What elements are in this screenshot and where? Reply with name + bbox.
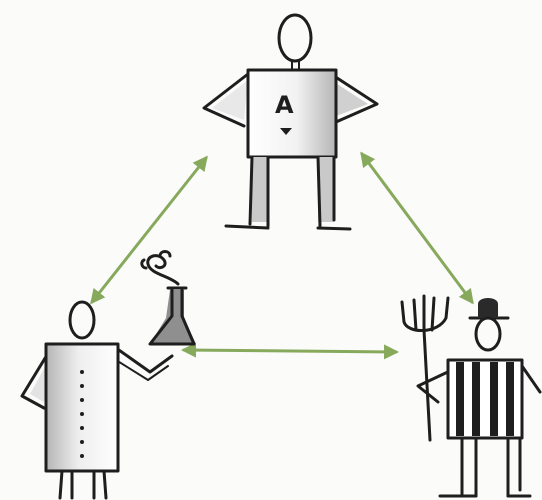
person-with-letter-badge-icon: A [202, 13, 379, 231]
scientist-with-flask-icon [20, 250, 196, 500]
farmer-with-pitchfork-icon [400, 294, 542, 498]
shirt-stripes [456, 362, 514, 436]
pitchfork-icon [400, 294, 450, 442]
badge-triangle-icon [280, 128, 292, 135]
arrow-left-right [181, 342, 399, 360]
arrow-top-left [90, 155, 208, 305]
arrow-top-right [360, 151, 474, 305]
left-figure [20, 250, 196, 500]
badge-letter: A [275, 91, 294, 119]
coat-buttons [80, 370, 84, 458]
right-figure [400, 294, 542, 498]
top-figure: A [202, 13, 379, 231]
connection-arrows [90, 151, 474, 360]
flask-icon [140, 250, 196, 346]
